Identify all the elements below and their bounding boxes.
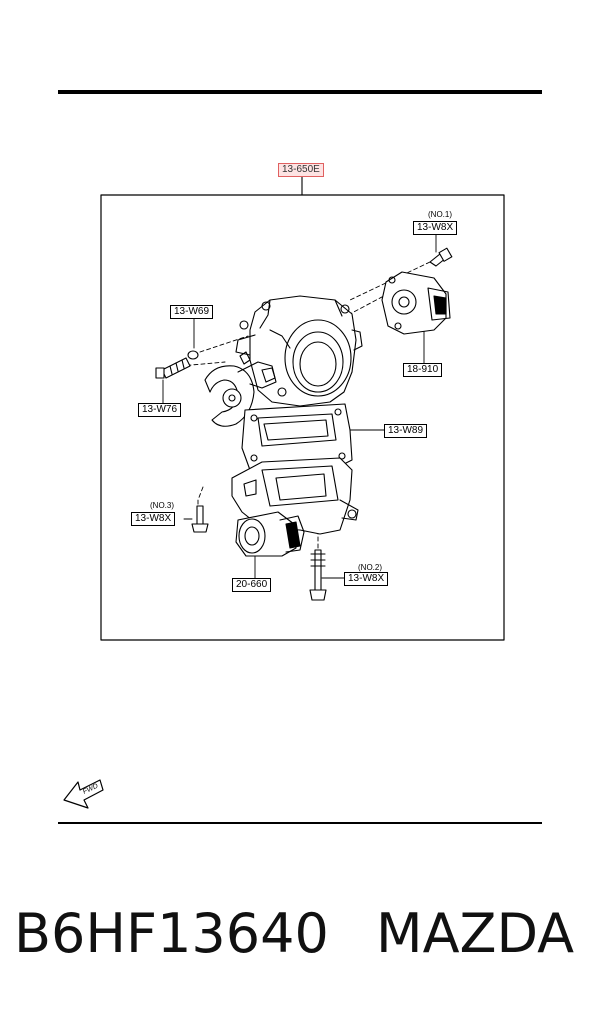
part-label-20-660[interactable]: 20-660 [232,578,272,592]
part-label-13-w76[interactable]: 13-W76 [138,403,182,417]
part-label-13-w89[interactable]: 13-W89 [384,424,428,438]
part-label-13-w69[interactable]: 13-W69 [170,305,214,319]
part-label-13-w8x-no2[interactable]: 13-W8X [344,572,389,586]
o-ring-13-w69 [187,350,199,360]
throttle-position-sensor [381,271,451,335]
top-rule [58,90,542,94]
footer-brand: MAZDA [376,902,575,965]
gasket-13-w89 [241,403,353,471]
throttle-body-housing [235,295,363,407]
footer-part-number: B6HF13640 [14,902,329,965]
note-no3: (NO.3) [150,501,174,510]
note-no2: (NO.2) [358,563,382,572]
idle-air-control-valve [235,511,305,557]
screw-13-w76 [155,357,191,379]
part-label-13-w8x-no3[interactable]: 13-W8X [131,512,176,526]
screw-no3 [191,505,209,533]
part-label-18-910[interactable]: 18-910 [403,363,443,377]
note-no1: (NO.1) [428,210,452,219]
screw-no2 [309,549,327,601]
part-label-13-w8x-no1[interactable]: 13-W8X [413,221,458,235]
fwd-arrow-icon [63,779,104,809]
throttle-cam [204,351,277,427]
bottom-rule [58,822,542,824]
header-part-label[interactable]: 13-650E [278,163,324,177]
screw-no1 [429,247,453,267]
